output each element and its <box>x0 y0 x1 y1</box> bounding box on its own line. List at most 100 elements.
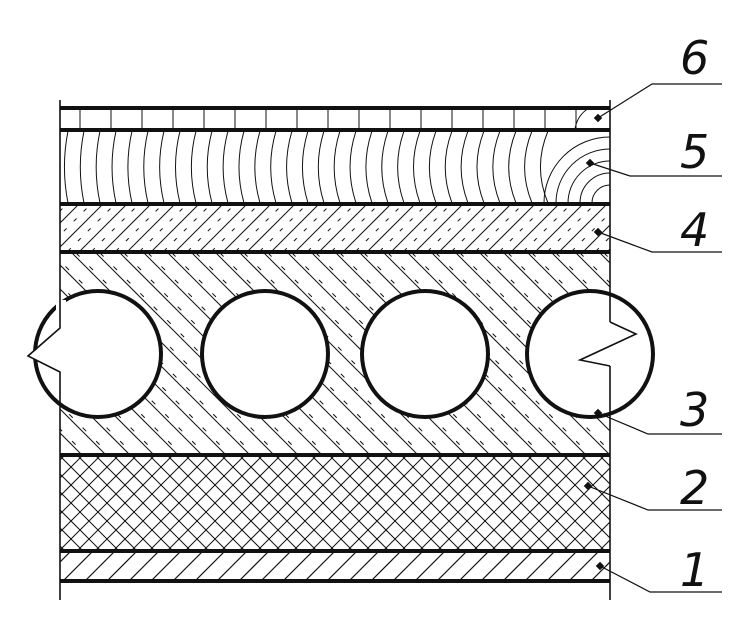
hollow-core-4 <box>525 289 655 419</box>
crosshatch-line <box>509 456 605 550</box>
grain-line <box>397 131 405 203</box>
screed-hatch-line <box>223 205 271 251</box>
screed-hatch-line <box>583 224 610 251</box>
slab-hatch-line <box>407 253 610 454</box>
grain-line <box>476 131 485 203</box>
crosshatch-line <box>167 456 263 550</box>
leader-dot <box>593 227 603 237</box>
hatch-line <box>481 552 511 580</box>
hatch-line <box>459 552 489 580</box>
crosshatch-line <box>491 456 587 550</box>
label-1: 1 <box>680 543 709 597</box>
crosshatch-line <box>365 456 461 550</box>
label-4: 4 <box>680 203 709 257</box>
grain-arc <box>579 172 610 203</box>
crosshatch-line <box>60 456 65 461</box>
screed-dash-line <box>331 205 379 251</box>
crosshatch-line <box>708 456 743 550</box>
screed-hatch-line <box>0 205 6 251</box>
grain-line <box>492 131 501 203</box>
slab-hatch-line <box>60 384 130 454</box>
slab-hatch-line <box>551 253 610 312</box>
screed-hatch-line <box>199 205 247 251</box>
crosshatch-line <box>545 456 610 521</box>
screed-dash-line <box>60 205 91 236</box>
hatch-line <box>107 552 137 580</box>
grain-line <box>413 131 421 203</box>
grain-line <box>460 131 469 203</box>
screed-dash-line <box>379 205 427 251</box>
grain-line <box>254 131 261 203</box>
hollow-core-3 <box>360 289 490 419</box>
slab-hatch-line <box>527 253 610 336</box>
grain-line <box>444 131 453 203</box>
screed-hatch-line <box>247 205 295 251</box>
crosshatch-line <box>329 456 425 550</box>
leader-line <box>589 162 722 177</box>
hatch-line <box>195 552 225 580</box>
grain-line <box>270 131 277 203</box>
slab-hatch-line <box>60 408 106 454</box>
screed-hatch-line <box>175 205 223 251</box>
leader-dot <box>595 561 605 571</box>
screed-hatch-line <box>343 205 391 251</box>
screed-hatch-line <box>511 205 559 251</box>
slab-hatch-line <box>71 253 274 454</box>
hatch-line <box>60 552 71 563</box>
hatch-line <box>636 552 664 580</box>
label-5: 5 <box>680 125 709 179</box>
hatch-line <box>393 552 423 580</box>
grain-line <box>333 131 341 203</box>
break-right-mask <box>580 298 636 398</box>
slab-hatch-line <box>0 253 9 454</box>
crosshatch-line <box>311 456 407 550</box>
crosshatch-line <box>149 456 245 550</box>
label-2: 2 <box>680 461 709 515</box>
screed-dash-line <box>571 212 610 251</box>
crosshatch-line <box>401 456 497 550</box>
screed-hatch-line <box>463 205 511 251</box>
grain-line <box>175 131 181 203</box>
hatch-line <box>437 552 467 580</box>
grain-line <box>365 131 373 203</box>
crosshatch-line <box>77 456 173 550</box>
leader-dot <box>593 408 603 418</box>
screed-hatch-line <box>60 205 79 224</box>
crosshatch-line <box>185 456 281 550</box>
screed-hatch-line <box>439 205 487 251</box>
crosshatch-line <box>60 456 101 497</box>
leader-line <box>597 83 722 119</box>
grain-arc <box>555 148 610 203</box>
screed-dash-line <box>403 205 451 251</box>
grain-arc <box>543 136 610 203</box>
screed-dash-line <box>0 205 18 251</box>
label-3: 3 <box>680 383 709 437</box>
hatch-line <box>85 552 115 580</box>
crosshatch-line <box>257 456 353 550</box>
crosshatch-line <box>0 456 28 550</box>
grain-line <box>302 131 309 203</box>
screed-dash-line <box>620 205 666 251</box>
crosshatch-line <box>60 509 101 550</box>
crosshatch-line <box>60 473 137 550</box>
screed-hatch-line <box>127 205 175 251</box>
crosshatch-line <box>563 503 610 550</box>
grain-line <box>349 131 357 203</box>
crosshatch-line <box>60 456 83 479</box>
screed-dash-line <box>235 205 283 251</box>
hatch-line <box>63 552 93 580</box>
crosshatch-line <box>581 521 610 550</box>
screed-hatch-line <box>151 205 199 251</box>
hatch-line <box>547 552 577 580</box>
hatch-line <box>283 552 313 580</box>
screed-hatch-line <box>0 205 30 251</box>
leader-line <box>597 412 722 435</box>
grain-line <box>159 131 165 203</box>
crosshatch-line <box>383 456 479 550</box>
hollow-cores <box>33 289 655 419</box>
crosshatch-line <box>437 456 533 550</box>
grain-line <box>317 131 325 203</box>
crosshatch-line <box>113 456 209 550</box>
screed-dash-line <box>91 205 139 251</box>
